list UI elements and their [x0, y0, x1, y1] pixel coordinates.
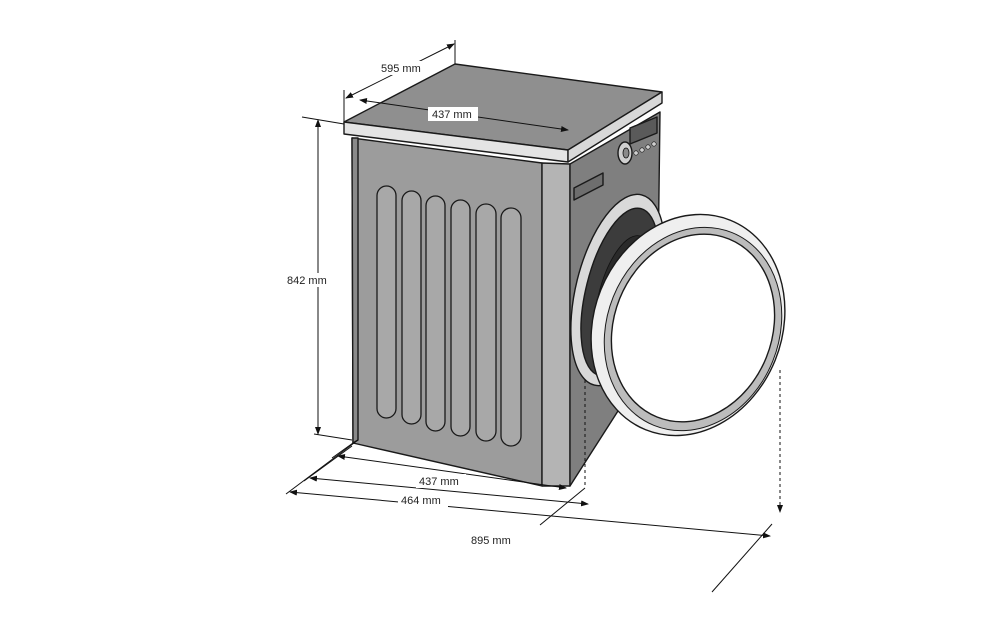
- groove: [500, 207, 522, 447]
- label-top-width: 437 mm: [432, 109, 472, 121]
- label-total-width: 895 mm: [471, 535, 511, 547]
- dimension-labels: 595 mm 437 mm 842 mm 437 mm 464 mm 895 m…: [286, 61, 518, 547]
- label-base-width: 437 mm: [419, 476, 459, 488]
- program-buttons: [633, 141, 657, 156]
- total-width-line: [289, 489, 771, 539]
- washing-machine: [343, 63, 786, 487]
- front-corner-trim: [541, 162, 571, 487]
- dial-center: [622, 147, 630, 159]
- label-base-width-hinge: 464 mm: [401, 495, 441, 507]
- groove: [425, 195, 446, 432]
- groove: [376, 185, 397, 419]
- label-top-depth: 595 mm: [381, 63, 421, 75]
- side-grooves: [376, 185, 522, 447]
- groove: [475, 203, 497, 442]
- control-panel: [573, 116, 658, 201]
- label-height: 842 mm: [287, 275, 327, 287]
- detergent-drawer: [573, 172, 604, 201]
- back-edge: [351, 137, 359, 444]
- door-glass: [610, 233, 776, 423]
- top-rim-front: [567, 91, 663, 163]
- display-panel: [629, 116, 658, 145]
- open-door: [590, 213, 786, 437]
- groove: [450, 199, 471, 437]
- groove: [401, 190, 422, 425]
